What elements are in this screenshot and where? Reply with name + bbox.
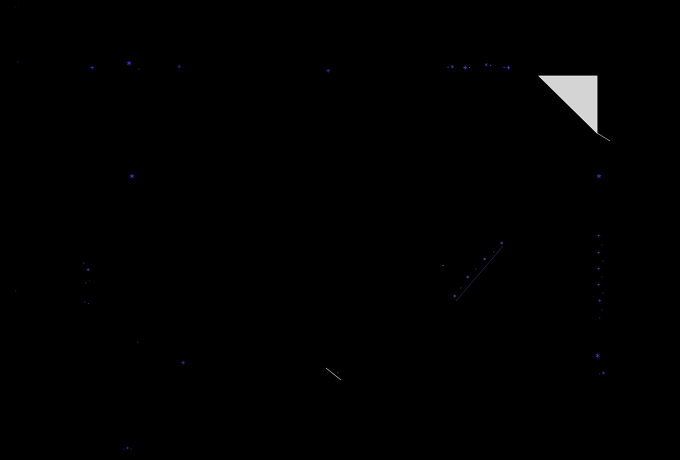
tick-mark: · xyxy=(600,307,604,314)
star-mark: * xyxy=(126,60,133,71)
tick-mark: · xyxy=(601,290,605,297)
sky-marker: · xyxy=(441,262,446,270)
tick-mark: + xyxy=(597,250,601,257)
sky-marker: ˙ xyxy=(336,372,340,379)
line-shape xyxy=(455,245,504,302)
sky-marker: ·* xyxy=(446,64,455,72)
tick-mark: · xyxy=(601,258,605,265)
trail-mark: * xyxy=(466,275,470,282)
trail-mark: · xyxy=(474,266,478,273)
triangle-shape xyxy=(538,75,598,134)
sky-marker: · xyxy=(137,66,141,73)
star-mark: * xyxy=(596,173,603,184)
tick-mark: · xyxy=(600,242,604,249)
line-layer xyxy=(325,132,611,381)
sky-marker: * xyxy=(177,64,182,72)
star-mark: * xyxy=(595,353,601,363)
sky-marker: + xyxy=(181,359,186,367)
trail-mark: * xyxy=(453,294,457,301)
sky-marker: · xyxy=(82,260,86,267)
tick-mark: + xyxy=(597,233,601,240)
tick-mark: · xyxy=(598,315,602,322)
tick-mark: + xyxy=(597,282,601,289)
sky-marker: ·. xyxy=(83,299,91,306)
sky-marker: ·* xyxy=(598,371,606,378)
edge-mark: · xyxy=(16,59,20,66)
line-shape xyxy=(325,367,342,381)
sky-marker: * xyxy=(86,267,91,275)
sky-marker: · xyxy=(136,339,140,346)
edge-mark: · xyxy=(14,288,18,295)
sky-marker: ·˙ xyxy=(84,280,92,287)
tick-mark: + xyxy=(598,298,602,305)
sky-marker: *· xyxy=(484,62,493,70)
star-mark: * xyxy=(129,173,136,184)
trail-mark: * xyxy=(500,241,504,248)
sky-marker: +· xyxy=(463,64,472,72)
line-shape xyxy=(596,132,611,142)
trail-mark: * xyxy=(483,257,487,264)
status-mark: ·*· xyxy=(122,446,133,453)
trail-mark: · xyxy=(492,249,496,256)
corner-mark: ·˙ xyxy=(13,4,21,11)
sky-marker: ·+ xyxy=(502,64,511,72)
tick-mark: · xyxy=(600,274,604,281)
tick-mark: + xyxy=(597,266,601,273)
trail-mark: · xyxy=(459,285,463,292)
sky-marker: + xyxy=(326,67,331,75)
sky-marker: + xyxy=(90,64,95,72)
